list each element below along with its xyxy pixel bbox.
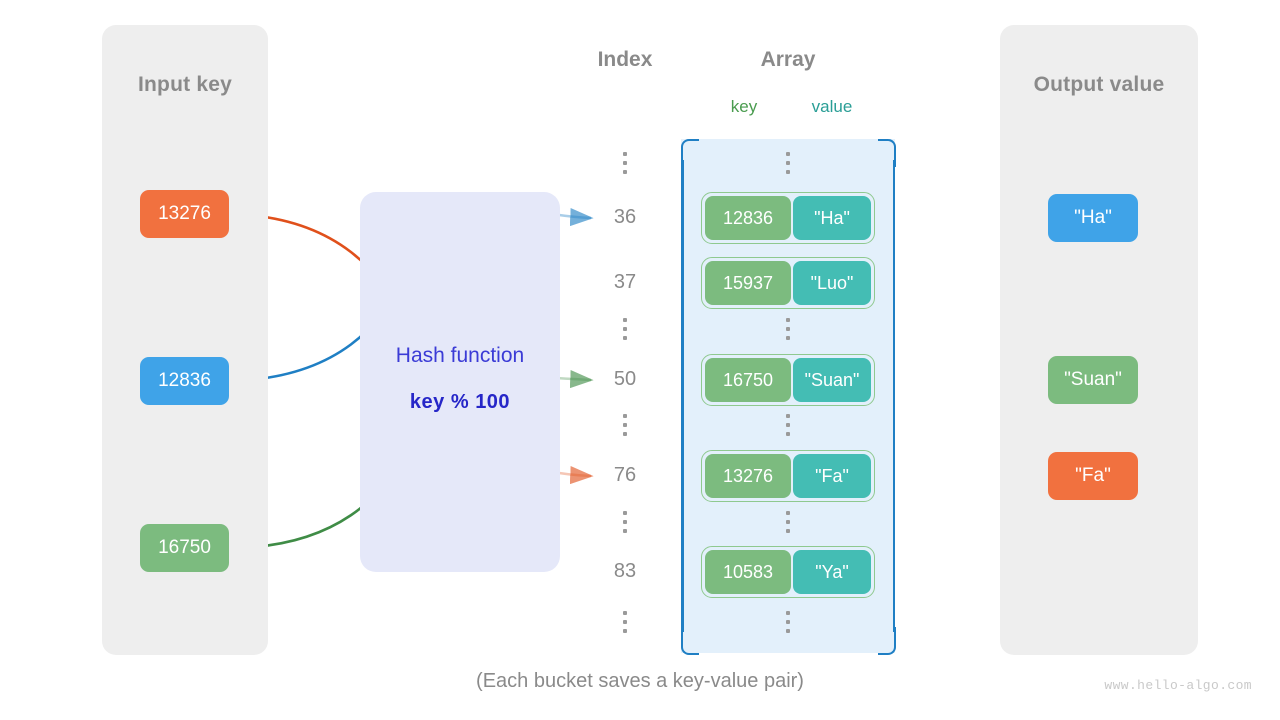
index-label-36: 36	[613, 206, 637, 228]
bucket-key: 15937	[705, 261, 791, 305]
array-bracket-bottom-right	[878, 627, 896, 655]
index-label-83: 83	[613, 560, 637, 582]
index-column-heading: Index	[597, 48, 653, 71]
output-value-label: "Suan"	[1064, 369, 1122, 390]
array-bracket-bottom-left	[681, 627, 699, 655]
input-key-label: 12836	[158, 370, 211, 391]
output-value-panel: Output value	[1000, 25, 1198, 655]
input-key-box-12836[interactable]: 12836	[140, 357, 229, 405]
bucket-value: "Suan"	[793, 358, 871, 402]
index-ellipsis-3	[620, 414, 630, 436]
bucket-key: 12836	[705, 196, 791, 240]
site-watermark: www.hello-algo.com	[1104, 678, 1252, 693]
index-ellipsis-bottom	[620, 611, 630, 633]
array-ellipsis-bottom	[783, 611, 793, 633]
array-ellipsis-top	[783, 152, 793, 174]
array-ellipsis-4	[783, 511, 793, 533]
index-ellipsis-2	[620, 318, 630, 340]
input-key-label: 13276	[158, 203, 211, 224]
bucket-key: 10583	[705, 550, 791, 594]
output-value-box-ha[interactable]: "Ha"	[1048, 194, 1138, 242]
bucket-value: "Fa"	[793, 454, 871, 498]
array-bucket[interactable]: 16750 "Suan"	[701, 354, 875, 406]
array-ellipsis-2	[783, 318, 793, 340]
input-key-box-13276[interactable]: 13276	[140, 190, 229, 238]
hash-function-formula: key % 100	[409, 391, 511, 413]
array-bracket-top-right	[878, 139, 896, 167]
array-bucket[interactable]: 12836 "Ha"	[701, 192, 875, 244]
input-panel-title: Input key	[138, 73, 232, 96]
array-key-column-label: key	[730, 97, 758, 116]
array-bucket[interactable]: 10583 "Ya"	[701, 546, 875, 598]
array-bucket[interactable]: 15937 "Luo"	[701, 257, 875, 309]
hash-function-box	[360, 192, 560, 572]
array-value-column-label: value	[811, 97, 853, 116]
output-panel-title: Output value	[1033, 73, 1165, 96]
array-bucket[interactable]: 13276 "Fa"	[701, 450, 875, 502]
output-value-box-suan[interactable]: "Suan"	[1048, 356, 1138, 404]
array-left-edge	[681, 160, 684, 632]
input-key-box-16750[interactable]: 16750	[140, 524, 229, 572]
output-value-label: "Fa"	[1075, 465, 1111, 486]
bucket-value: "Ya"	[793, 550, 871, 594]
bucket-key: 13276	[705, 454, 791, 498]
bucket-value: "Ha"	[793, 196, 871, 240]
array-ellipsis-3	[783, 414, 793, 436]
array-right-edge	[892, 160, 895, 632]
index-label-50: 50	[613, 368, 637, 390]
index-ellipsis-top	[620, 152, 630, 174]
output-value-label: "Ha"	[1074, 207, 1112, 228]
hash-function-title: Hash function	[395, 344, 525, 367]
output-value-box-fa[interactable]: "Fa"	[1048, 452, 1138, 500]
array-bracket-top-left	[681, 139, 699, 167]
bucket-value: "Luo"	[793, 261, 871, 305]
index-ellipsis-4	[620, 511, 630, 533]
bucket-key: 16750	[705, 358, 791, 402]
index-label-76: 76	[613, 464, 637, 486]
input-key-label: 16750	[158, 537, 211, 558]
array-column-heading: Array	[760, 48, 816, 71]
figure-caption: (Each bucket saves a key-value pair)	[476, 670, 804, 692]
index-label-37: 37	[613, 271, 637, 293]
